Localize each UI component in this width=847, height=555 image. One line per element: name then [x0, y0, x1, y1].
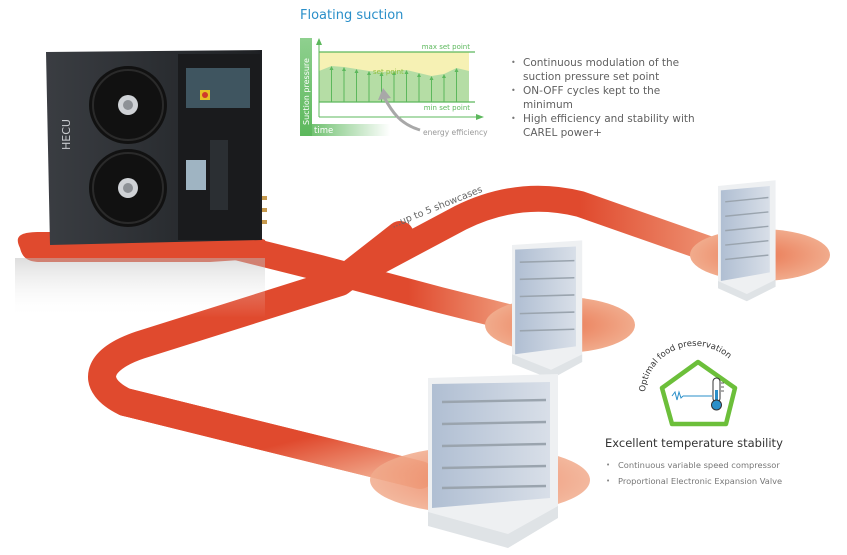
section-title: Floating suction	[300, 8, 404, 23]
pipe-branch-top	[327, 185, 753, 295]
pipe-branch-bottom	[111, 388, 434, 489]
badge-pentagon	[659, 359, 738, 427]
modulation-arrowhead	[367, 71, 371, 75]
modulation-arrowhead	[429, 76, 434, 80]
feature-item: Continuous modulation of the suction pre…	[510, 56, 710, 84]
unit-control-board	[186, 68, 250, 108]
x-axis-label: time	[314, 126, 333, 136]
floating-suction-chart: Suction pressure time max set point set …	[300, 38, 488, 137]
wave-icon	[671, 390, 684, 401]
y-axis-label: Suction pressure	[302, 58, 311, 125]
showcase-middle	[512, 240, 583, 380]
unit-pipe-fitting	[262, 208, 267, 212]
modulation-arrowhead	[392, 71, 396, 75]
unit-logo: HECU	[60, 119, 73, 150]
showcase-top-right	[718, 180, 776, 302]
unit-switch-knob	[202, 92, 208, 98]
unit-compressor	[210, 140, 228, 210]
pipe-unit-to-cross	[227, 235, 533, 333]
set-point-label: set point	[373, 68, 404, 76]
modulation-arrowhead	[442, 74, 446, 78]
stability-list: Continuous variable speed compressor Pro…	[605, 457, 835, 489]
feature-item: ON-OFF cycles kept to the minimum	[510, 84, 710, 112]
feature-list: Continuous modulation of the suction pre…	[510, 56, 710, 140]
showcase-bottom	[428, 374, 558, 548]
pressure-axis-band	[300, 38, 312, 136]
food-preservation-badge: Optimal food preservation	[638, 339, 738, 427]
feature-item: High efficiency and stability with CAREL…	[510, 112, 710, 140]
stability-item: Proportional Electronic Expansion Valve	[605, 473, 835, 489]
modulation-arrowhead	[379, 72, 384, 76]
time-axis-band	[300, 124, 390, 136]
unit-pipe-fitting	[262, 220, 267, 224]
unit-pipe-fitting	[262, 196, 267, 200]
stability-item: Continuous variable speed compressor	[605, 457, 835, 473]
max-set-point-label: max set point	[422, 43, 471, 51]
energy-efficiency-arrow	[382, 96, 421, 132]
modulation-arrowhead	[354, 69, 359, 73]
modulation-arrowhead	[342, 67, 346, 71]
fan-bottom	[89, 149, 167, 227]
thermometer-icon	[711, 377, 724, 411]
energy-efficiency-arrowhead	[378, 88, 391, 100]
modulation-arrowhead	[329, 66, 334, 70]
unit-reflection	[15, 258, 265, 318]
min-set-point-label: min set point	[424, 104, 470, 112]
stability-title: Excellent temperature stability	[605, 436, 783, 450]
fan-top	[89, 66, 167, 144]
condensing-unit: HECU	[15, 50, 267, 318]
x-axis-arrowhead	[476, 114, 484, 120]
modulation-arrowhead	[404, 70, 409, 74]
unit-compressor-label	[186, 160, 206, 190]
y-axis-arrowhead	[316, 38, 322, 45]
modulation-arrowhead	[454, 68, 459, 72]
energy-efficiency-label: energy efficiency	[423, 128, 488, 137]
modulation-arrowhead	[417, 73, 421, 77]
